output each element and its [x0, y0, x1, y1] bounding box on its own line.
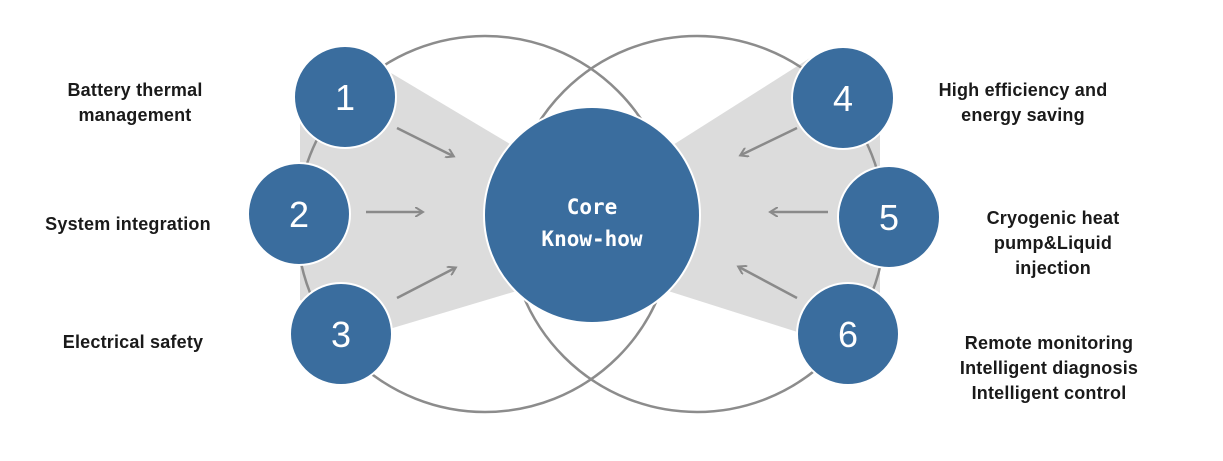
- core-line-2: Know-how: [541, 227, 643, 251]
- node-4-number: 4: [833, 78, 853, 119]
- arrow-6: [739, 267, 798, 300]
- label-node-6: Remote monitoring Intelligent diagnosis …: [938, 331, 1160, 406]
- label-node-6-line-2: Intelligent diagnosis: [959, 358, 1139, 378]
- node-5-number: 5: [879, 197, 899, 238]
- label-node-5: Cryogenic heat pump&Liquid injection: [968, 206, 1138, 281]
- label-node-1: Battery thermal management: [50, 78, 220, 128]
- node-2: 2: [247, 162, 351, 266]
- label-node-6-line-1: Remote monitoring: [964, 333, 1134, 353]
- node-2-number: 2: [289, 194, 309, 235]
- label-node-6-line-3: Intelligent control: [971, 383, 1127, 403]
- label-node-3-line-1: Electrical safety: [62, 332, 204, 352]
- label-node-5-line-3: injection: [1015, 258, 1091, 278]
- label-node-1-line-1: Battery thermal: [67, 80, 203, 100]
- arrow-4: [741, 126, 798, 155]
- label-node-5-line-2: pump&Liquid: [993, 233, 1113, 253]
- label-node-2-line-1: System integration: [45, 214, 211, 234]
- node-4: 4: [791, 46, 895, 150]
- node-3-number: 3: [331, 314, 351, 355]
- label-node-2: System integration: [28, 212, 228, 237]
- label-node-4-line-1: High efficiency and: [938, 80, 1108, 100]
- node-3: 3: [289, 282, 393, 386]
- node-5: 5: [837, 165, 941, 269]
- node-6-number: 6: [838, 314, 858, 355]
- core-circle: [483, 106, 701, 324]
- arrow-1: [396, 126, 453, 156]
- label-node-3: Electrical safety: [48, 330, 218, 355]
- node-1: 1: [293, 45, 397, 149]
- node-1-number: 1: [335, 77, 355, 118]
- label-node-4: High efficiency and energy saving: [918, 78, 1128, 128]
- core-line-1: Core: [567, 195, 618, 219]
- label-node-4-line-2: energy saving: [961, 105, 1085, 125]
- arrow-3: [396, 268, 455, 300]
- node-6: 6: [796, 282, 900, 386]
- label-node-5-line-1: Cryogenic heat: [986, 208, 1120, 228]
- label-node-1-line-2: management: [78, 105, 192, 125]
